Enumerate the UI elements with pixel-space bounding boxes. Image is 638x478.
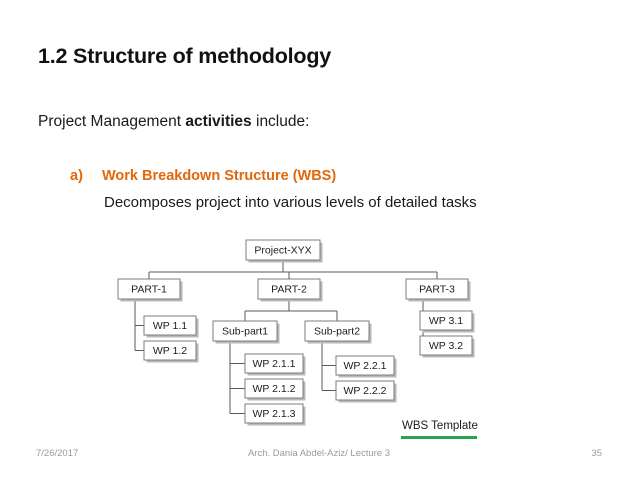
node-layer: Project-XYX PART-1 PART-2 PART-3 WP 1.1 WP 1.… xyxy=(117,239,475,426)
wbs-node-wp222 xyxy=(335,380,395,401)
wbs-node-wp32 xyxy=(419,335,473,356)
connector-layer xyxy=(134,260,438,414)
wbs-node-wp221 xyxy=(335,355,395,376)
wbs-node-label-wp31: WP 3.1 xyxy=(429,315,463,327)
wbs-svg: Project-XYX PART-1 PART-2 PART-3 WP 1.1 WP 1.… xyxy=(117,239,475,426)
bullet-label: Work Breakdown Structure (WBS) xyxy=(102,168,337,184)
wbs-node-label-wp32: WP 3.2 xyxy=(429,340,463,352)
wbs-node-label-part1: PART-1 xyxy=(131,283,167,295)
footer-page-number: 35 xyxy=(591,448,602,459)
wbs-node-label-part3: PART-3 xyxy=(419,283,455,295)
slide-footer: 7/26/2017 Arch. Dania Abdel-Aziz/ Lectur… xyxy=(0,448,638,470)
wbs-node-label-wp11: WP 1.1 xyxy=(153,320,187,332)
wbs-node-wp213 xyxy=(244,403,304,424)
intro-prefix: Project Management xyxy=(38,113,186,130)
wbs-node-part3 xyxy=(405,278,469,300)
wbs-node-wp31 xyxy=(419,310,473,331)
wbs-node-wp11 xyxy=(143,315,197,336)
bullet-marker: a) xyxy=(70,168,83,184)
wbs-node-label-wp12: WP 1.2 xyxy=(153,345,187,357)
wbs-tree-diagram: Project-XYX PART-1 PART-2 PART-3 WP 1.1 WP 1.… xyxy=(0,228,638,443)
bullet-subtext: Decomposes project into various levels o… xyxy=(104,194,477,211)
page-title: 1.2 Structure of methodology xyxy=(38,44,332,68)
wbs-template-underline xyxy=(401,436,477,439)
wbs-node-label-wp222: WP 2.2.2 xyxy=(344,385,387,397)
wbs-node-label-wp221: WP 2.2.1 xyxy=(344,360,387,372)
wbs-node-label-wp212: WP 2.1.2 xyxy=(253,383,296,395)
wbs-node-label-subpart2: Sub-part2 xyxy=(314,325,360,337)
wbs-node-subpart1 xyxy=(212,320,278,342)
wbs-node-wp212 xyxy=(244,378,304,399)
wbs-node-wp211 xyxy=(244,353,304,374)
wbs-node-label-root: Project-XYX xyxy=(254,244,311,256)
wbs-node-label-part2: PART-2 xyxy=(271,283,307,295)
footer-attribution: Arch. Dania Abdel-Aziz/ Lecture 3 xyxy=(247,448,391,459)
footer-date: 7/26/2017 xyxy=(36,448,79,459)
intro-text: Project Management activities include: xyxy=(38,113,309,131)
wbs-node-part1 xyxy=(117,278,181,300)
intro-suffix: include: xyxy=(251,113,310,130)
wbs-node-label-wp211: WP 2.1.1 xyxy=(253,358,296,370)
wbs-template-caption: WBS Template xyxy=(402,420,478,432)
wbs-node-label-subpart1: Sub-part1 xyxy=(222,325,268,337)
wbs-node-root xyxy=(245,239,321,261)
wbs-node-label-wp213: WP 2.1.3 xyxy=(253,408,296,420)
intro-bold-word: activities xyxy=(185,113,252,130)
wbs-node-wp12 xyxy=(143,340,197,361)
bullet-item-wbs: a) Work Breakdown Structure (WBS) xyxy=(70,168,336,184)
wbs-node-subpart2 xyxy=(304,320,370,342)
wbs-node-part2 xyxy=(257,278,321,300)
